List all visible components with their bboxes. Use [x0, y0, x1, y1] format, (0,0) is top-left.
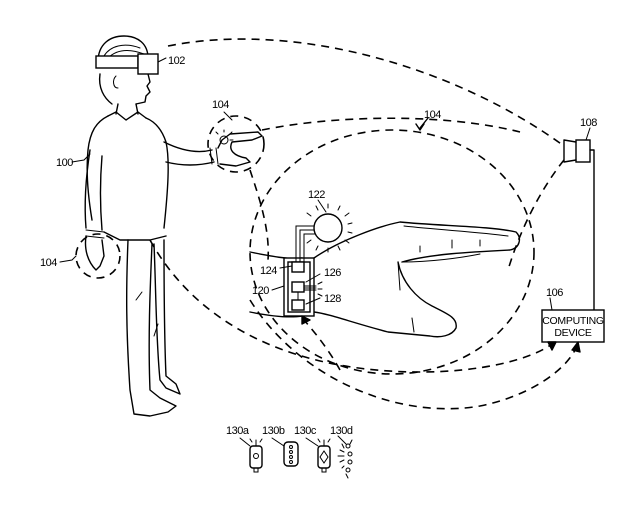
label-100: 100: [56, 157, 73, 169]
computing-device: COMPUTING DEVICE 106: [541, 287, 605, 343]
device-variants: 130a 130b 130c 130d: [226, 425, 353, 479]
label-130d: 130d: [330, 425, 353, 437]
light-source: 122: [306, 189, 353, 253]
left-hand-region-circle: [75, 233, 121, 279]
label-120: 120: [252, 285, 269, 297]
label-104-left: 104: [40, 257, 57, 269]
label-104-top: 104: [212, 99, 229, 111]
computing-device-line1: COMPUTING: [542, 315, 604, 327]
label-130c: 130c: [294, 425, 317, 437]
label-130a: 130a: [226, 425, 250, 437]
enlarged-hand: [249, 221, 521, 338]
label-104-enlarged: 104: [424, 109, 441, 121]
enlarged-view-circle: [249, 129, 535, 375]
hand-region-circle: [207, 115, 265, 173]
hmd-device: 102: [95, 53, 186, 75]
label-124: 124: [260, 265, 277, 277]
wrist-device: [283, 225, 323, 317]
user-figure: [84, 35, 263, 417]
component-128: [291, 299, 305, 311]
label-130b: 130b: [262, 425, 285, 437]
label-122: 122: [308, 189, 325, 201]
computing-device-line2: DEVICE: [554, 327, 592, 339]
component-126: [291, 281, 305, 293]
label-126: 126: [324, 267, 341, 279]
label-108: 108: [580, 117, 597, 129]
label-102: 102: [168, 55, 185, 67]
camera: 108: [563, 117, 598, 311]
label-128: 128: [324, 293, 341, 305]
label-106: 106: [546, 287, 563, 299]
component-124: [291, 261, 305, 273]
